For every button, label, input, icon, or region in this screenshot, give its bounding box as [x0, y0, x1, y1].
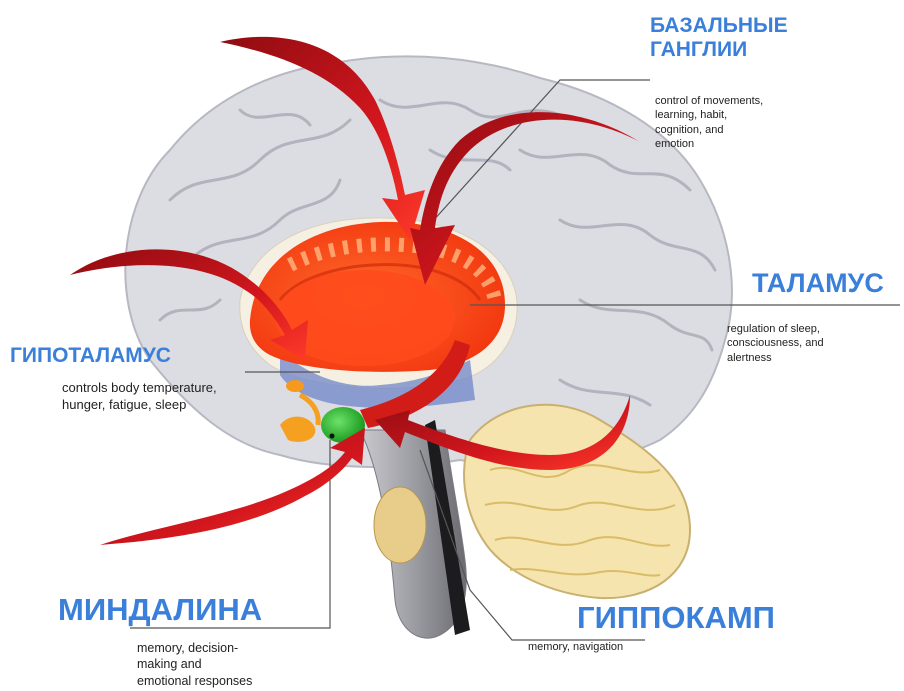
thalamus-title: ТАЛАМУС [752, 268, 884, 299]
hypothalamus [286, 380, 304, 392]
hippocampus-description: memory, navigation [528, 640, 623, 654]
thalamus-desc-line2: consciousness, and [727, 336, 824, 350]
thalamus-description: regulation of sleep, consciousness, and … [727, 322, 824, 365]
amygdala-description: memory, decision- making and emotional r… [137, 640, 252, 689]
thalamus-desc-line3: alertness [727, 351, 824, 365]
basal-ganglia-desc-line3: cognition, and [655, 123, 763, 137]
hypothalamus-desc-line2: hunger, fatigue, sleep [62, 397, 217, 414]
amygdala-desc-line1: memory, decision- [137, 640, 252, 656]
basal-ganglia-desc-line4: emotion [655, 137, 763, 151]
amygdala-title: МИНДАЛИНА [58, 592, 262, 628]
basal-ganglia-title: БАЗАЛЬНЫЕ ГАНГЛИИ [650, 14, 788, 62]
hypothalamus-desc-line1: controls body temperature, [62, 380, 217, 397]
basal-ganglia-title-line2: ГАНГЛИИ [650, 38, 788, 62]
hypothalamus-title: ГИПОТАЛАМУС [10, 344, 171, 368]
amygdala-desc-line2: making and [137, 656, 252, 672]
hippocampus-title: ГИППОКАМП [577, 600, 775, 636]
basal-ganglia-desc-line2: learning, habit, [655, 108, 763, 122]
basal-ganglia-title-line1: БАЗАЛЬНЫЕ [650, 14, 788, 38]
basal-ganglia-desc-line1: control of movements, [655, 94, 763, 108]
thalamus-desc-line1: regulation of sleep, [727, 322, 824, 336]
basal-ganglia-description: control of movements, learning, habit, c… [655, 94, 763, 151]
pons [374, 487, 426, 563]
hypothalamus-description: controls body temperature, hunger, fatig… [62, 380, 217, 414]
amygdala-desc-line3: emotional responses [137, 673, 252, 689]
